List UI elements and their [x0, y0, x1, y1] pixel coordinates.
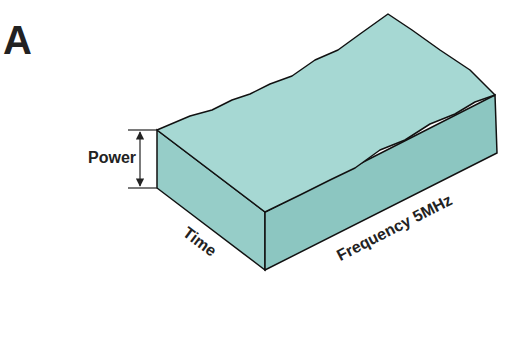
- dimension-tick: [128, 187, 157, 188]
- heading-letter: A: [3, 20, 32, 60]
- top-face: [157, 14, 495, 212]
- power-label: Power: [88, 150, 136, 166]
- power-arrow: [139, 132, 140, 186]
- dimension-tick: [128, 129, 157, 130]
